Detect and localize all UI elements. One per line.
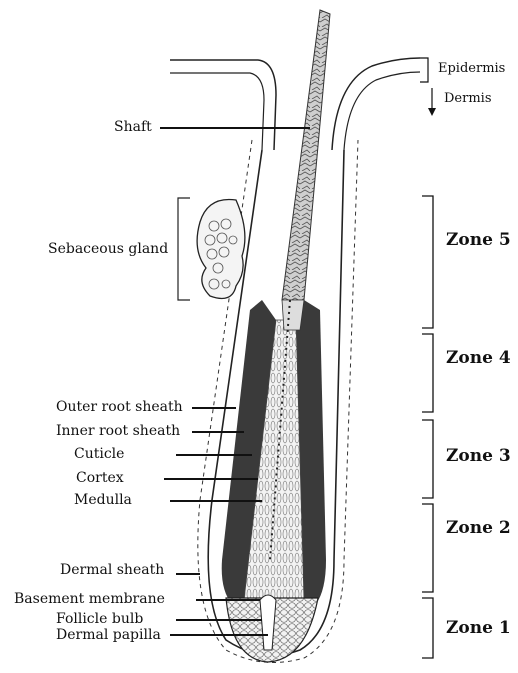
label-medulla: Medulla xyxy=(74,493,132,507)
gland-bracket xyxy=(178,198,190,300)
epidermis-bracket xyxy=(420,58,428,82)
label-dermal-sheath: Dermal sheath xyxy=(60,563,164,577)
label-cortex: Cortex xyxy=(76,471,124,485)
sebaceous-gland-shape xyxy=(197,199,245,298)
label-zone-3: Zone 3 xyxy=(446,448,511,465)
label-epidermis: Epidermis xyxy=(438,62,505,75)
zone4-bracket xyxy=(422,334,433,412)
label-follicle-bulb: Follicle bulb xyxy=(56,612,143,626)
shaft-lower xyxy=(282,300,304,330)
label-zone-2: Zone 2 xyxy=(446,520,511,537)
label-shaft: Shaft xyxy=(114,120,152,134)
hair-shaft xyxy=(282,10,330,300)
zone2-bracket xyxy=(422,504,433,592)
zone1-bracket xyxy=(422,598,433,658)
label-outer-root-sheath: Outer root sheath xyxy=(56,400,183,414)
label-zone-1: Zone 1 xyxy=(446,620,511,637)
dermis-arrow-head xyxy=(428,108,436,116)
label-zone-5: Zone 5 xyxy=(446,232,511,249)
label-zone-4: Zone 4 xyxy=(446,350,511,367)
label-cuticle: Cuticle xyxy=(74,447,124,461)
label-basement-membrane: Basement membrane xyxy=(14,592,165,606)
epidermis-inner-left xyxy=(170,73,264,150)
label-dermal-papilla: Dermal papilla xyxy=(56,628,161,642)
label-sebaceous-gland: Sebaceous gland xyxy=(48,242,168,256)
epidermis-inner-right xyxy=(344,72,420,150)
zone3-bracket xyxy=(422,420,433,498)
label-dermis: Dermis xyxy=(444,92,492,105)
zone5-bracket xyxy=(422,196,433,328)
label-inner-root-sheath: Inner root sheath xyxy=(56,424,180,438)
